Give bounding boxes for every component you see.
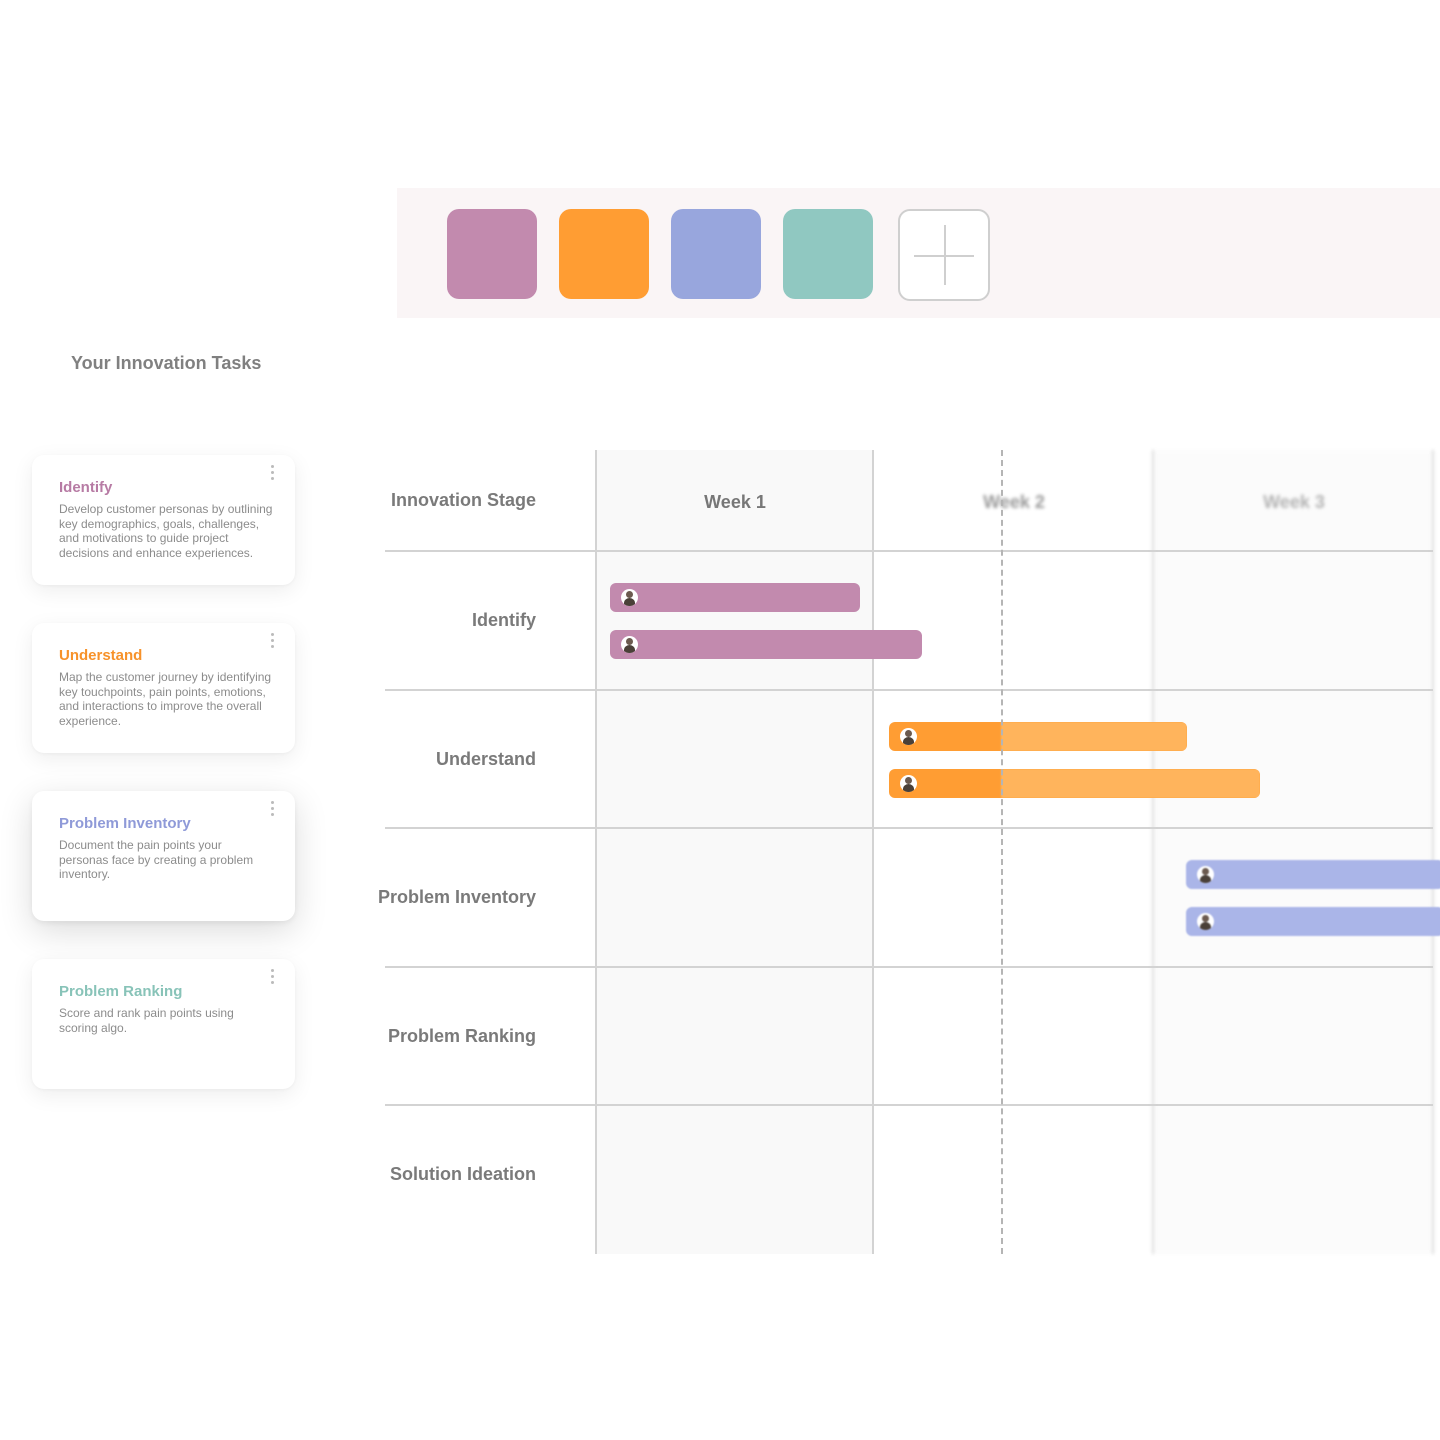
task-card-description: Score and rank pain points using scoring… xyxy=(59,1006,234,1035)
row-divider xyxy=(385,827,1433,829)
row-label-problem-ranking: Problem Ranking xyxy=(387,1026,536,1046)
task-card-title: Identify xyxy=(59,479,113,496)
stage-header: Innovation Stage xyxy=(390,490,536,510)
week-label-1: Week 1 xyxy=(704,492,766,512)
task-card-problem-inventory[interactable]: Problem Inventory Document the pain poin… xyxy=(32,791,295,921)
current-date-marker xyxy=(1001,450,1003,1254)
task-card-description: Develop customer personas by outlining k… xyxy=(59,502,273,561)
week-label-2: Week 2 xyxy=(983,492,1045,512)
more-options-icon[interactable] xyxy=(269,801,275,819)
column-divider xyxy=(1432,450,1434,1254)
row-label-problem-inventory: Problem Inventory xyxy=(377,887,536,907)
task-card-title: Problem Inventory xyxy=(59,815,191,832)
task-card-understand[interactable]: Understand Map the customer journey by i… xyxy=(32,623,295,753)
task-bar-problem-inventory[interactable] xyxy=(1186,860,1440,889)
more-options-icon[interactable] xyxy=(269,465,275,483)
task-bar-identify[interactable] xyxy=(610,630,922,659)
swatch-teal[interactable] xyxy=(783,209,873,299)
task-bar-understand[interactable] xyxy=(889,722,1187,751)
task-card-problem-ranking[interactable]: Problem Ranking Score and rank pain poin… xyxy=(32,959,295,1089)
row-divider xyxy=(385,1104,1433,1106)
avatar xyxy=(1197,866,1214,883)
color-palette-toolbar xyxy=(397,188,1440,318)
task-bar-problem-inventory[interactable] xyxy=(1186,907,1440,936)
avatar xyxy=(621,636,638,653)
task-bar-identify[interactable] xyxy=(610,583,860,612)
row-label-solution-ideation: Solution Ideation xyxy=(390,1164,536,1184)
avatar xyxy=(621,589,638,606)
swatch-purple[interactable] xyxy=(447,209,537,299)
task-card-title: Problem Ranking xyxy=(59,983,183,1000)
column-divider xyxy=(872,450,874,1254)
row-label-identify: Identify xyxy=(471,610,536,630)
column-divider xyxy=(595,450,597,1254)
row-divider xyxy=(385,689,1433,691)
panel-title: Your Innovation Tasks xyxy=(71,353,262,373)
swatch-orange[interactable] xyxy=(559,209,649,299)
task-card-description: Document the pain points your personas f… xyxy=(59,838,254,882)
avatar xyxy=(900,728,917,745)
more-options-icon[interactable] xyxy=(269,633,275,651)
week-column-1 xyxy=(596,450,874,1254)
task-card-description: Map the customer journey by identifying … xyxy=(59,670,272,729)
swatch-blue[interactable] xyxy=(671,209,761,299)
task-card-identify[interactable]: Identify Develop customer personas by ou… xyxy=(32,455,295,585)
week-column-3 xyxy=(1153,450,1433,1254)
task-card-title: Understand xyxy=(59,647,143,664)
column-divider xyxy=(1152,450,1154,1254)
row-label-understand: Understand xyxy=(435,749,536,769)
week-label-3: Week 3 xyxy=(1263,492,1325,512)
row-divider xyxy=(385,966,1433,968)
row-divider xyxy=(385,550,1433,552)
task-bar-understand[interactable] xyxy=(889,769,1260,798)
add-color-button[interactable] xyxy=(898,209,990,301)
avatar xyxy=(900,775,917,792)
more-options-icon[interactable] xyxy=(269,969,275,987)
avatar xyxy=(1197,913,1214,930)
